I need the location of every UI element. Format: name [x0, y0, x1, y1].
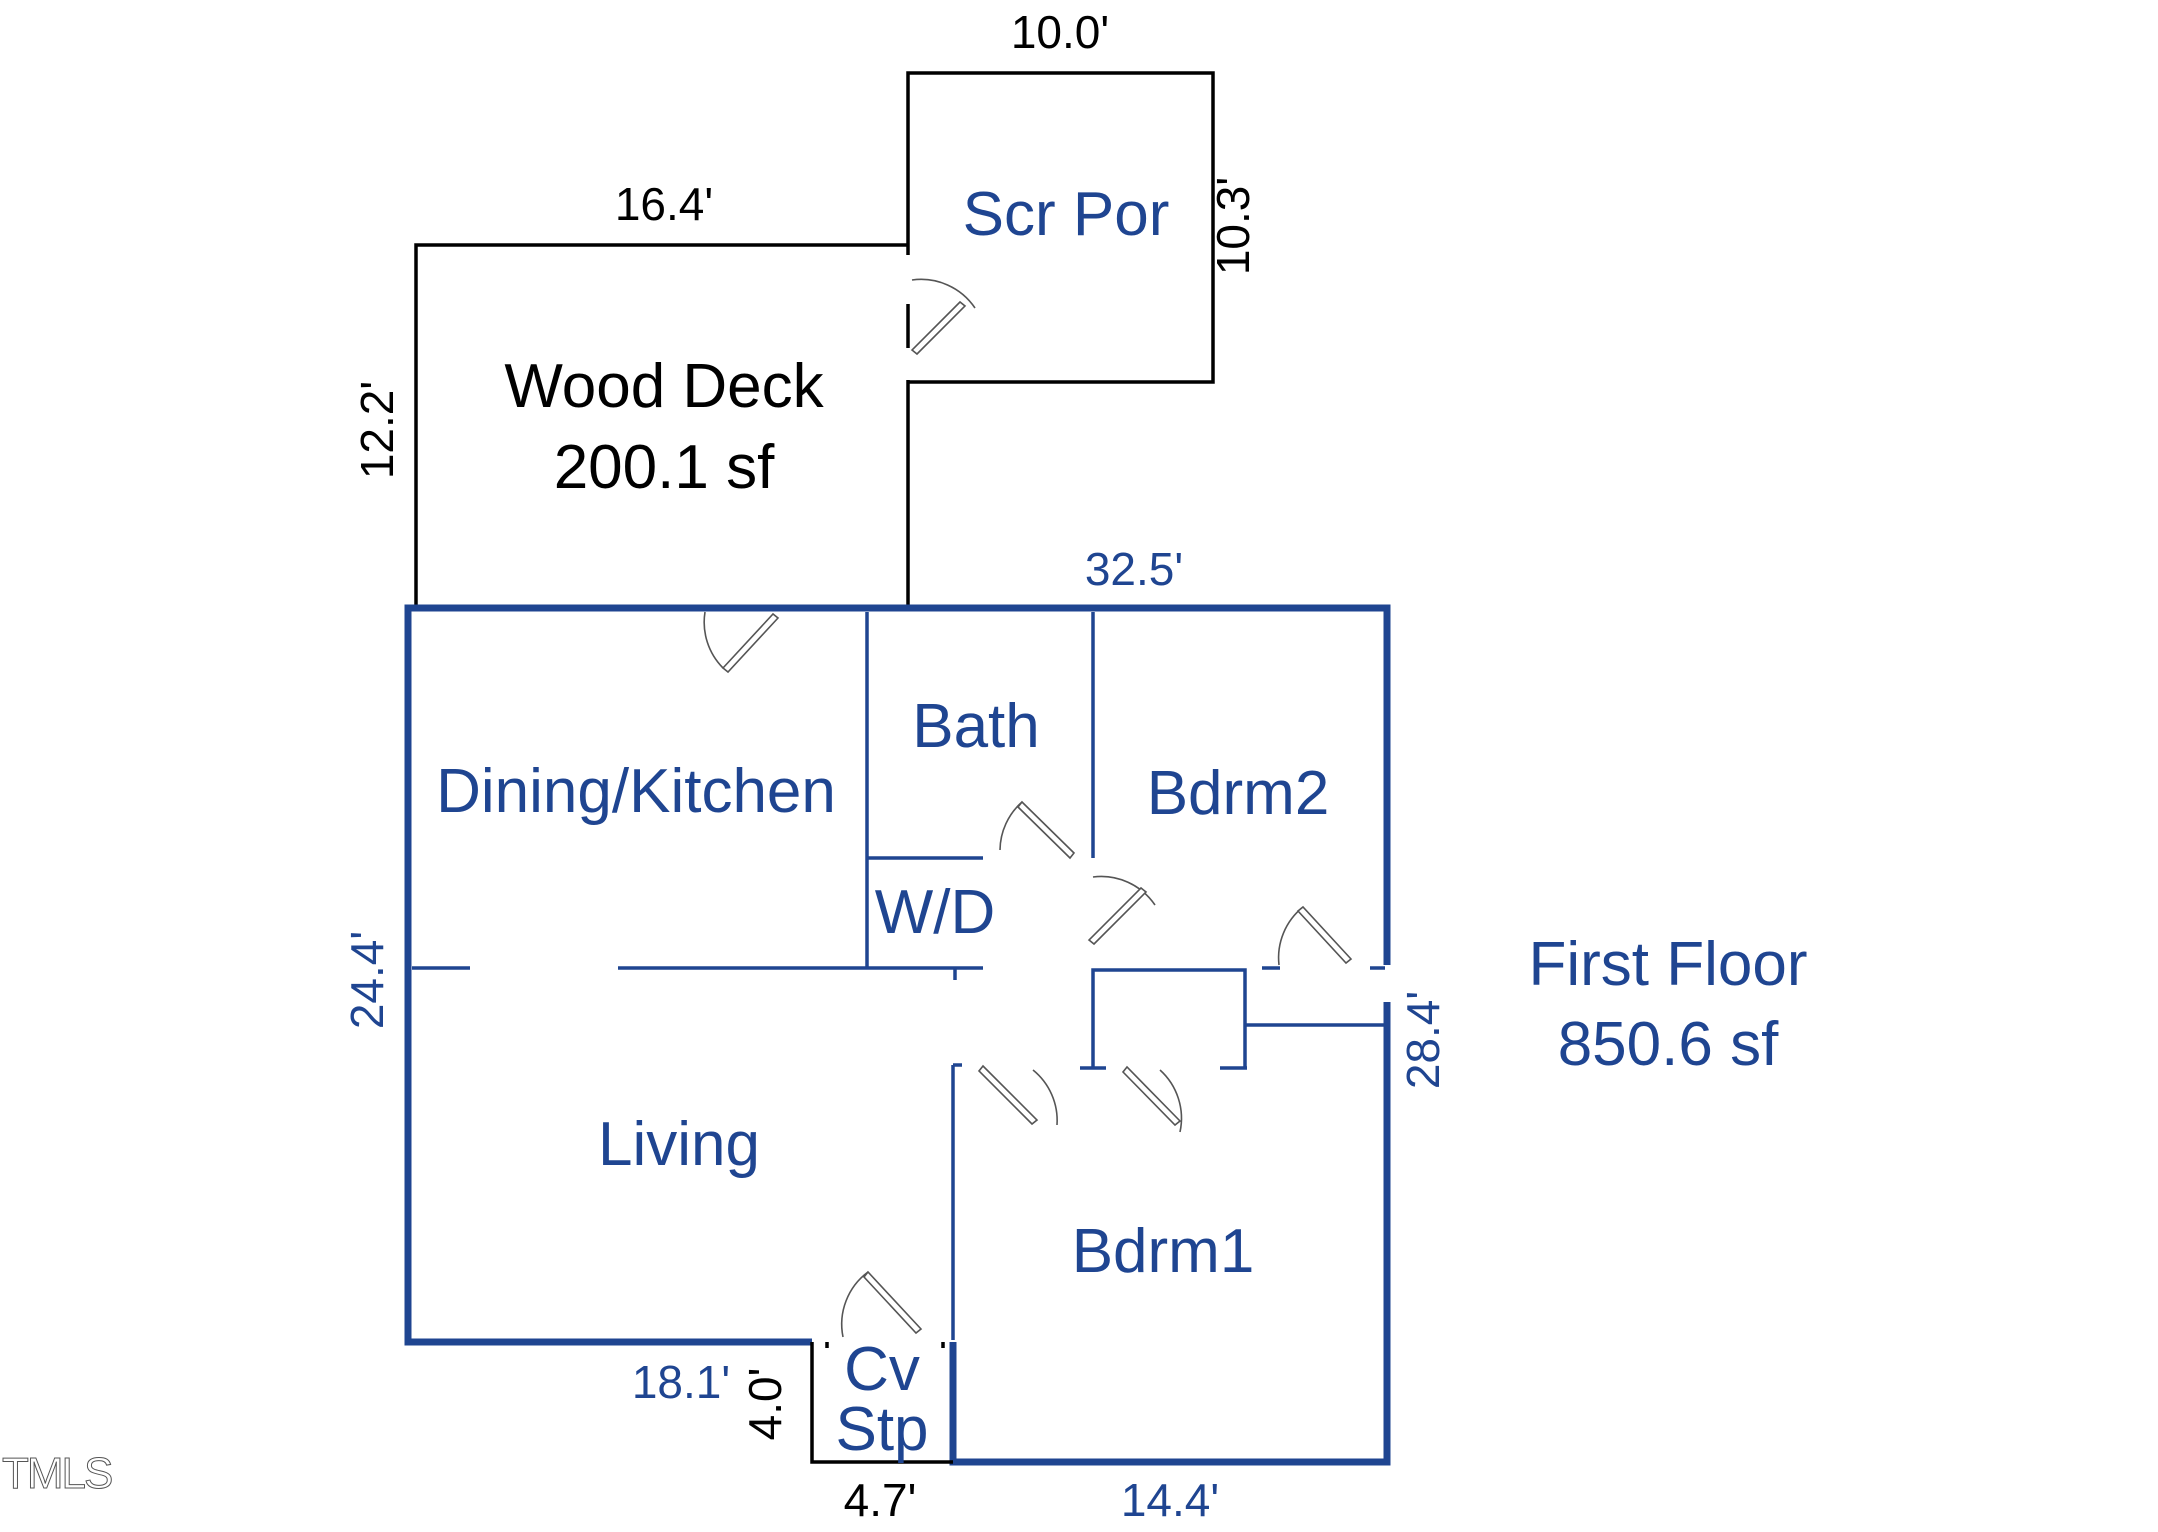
- screened-porch-outline: [906, 71, 1215, 384]
- dim-bdrm1-bottom: 14.4': [1121, 1474, 1219, 1526]
- door-bdrm1: [977, 1064, 1058, 1126]
- door-front-entry: [840, 1270, 923, 1338]
- door-bdrm2-closet: [1277, 905, 1353, 966]
- dim-deck-width: 16.4': [615, 178, 713, 230]
- room-label-bath: Bath: [912, 692, 1040, 761]
- room-label-bdrm2: Bdrm2: [1147, 759, 1330, 828]
- tmls-watermark-logo: TMLS: [2, 1449, 112, 1498]
- door-deck-to-porch: [910, 278, 976, 356]
- dim-cv-stp-height: 4.0': [739, 1368, 791, 1441]
- wood-deck-title: Wood Deck: [504, 352, 824, 421]
- first-floor-title: First Floor: [1529, 930, 1808, 999]
- room-label-wd: W/D: [875, 878, 996, 947]
- wood-deck-area: 200.1 sf: [554, 433, 775, 502]
- room-label-stp: Stp: [835, 1395, 928, 1464]
- room-label-scr-por: Scr Por: [963, 180, 1170, 249]
- dim-cv-stp-width: 4.7': [844, 1474, 917, 1526]
- room-label-dining-kitchen: Dining/Kitchen: [436, 757, 836, 826]
- room-label-cv: Cv: [844, 1335, 920, 1404]
- interior-walls: [412, 612, 1385, 1340]
- house-exterior-walls: [404, 604, 1391, 1466]
- door-deck-to-kitchen: [703, 611, 780, 674]
- door-bath: [999, 800, 1076, 860]
- dim-house-right: 28.4': [1397, 991, 1449, 1089]
- room-label-living: Living: [598, 1110, 760, 1179]
- wood-deck-outline: [414, 243, 910, 610]
- dim-scr-por-width: 10.0': [1011, 6, 1109, 58]
- dim-living-bottom: 18.1': [632, 1356, 730, 1408]
- covered-stoop-outline: [810, 1342, 953, 1464]
- first-floor-area: 850.6 sf: [1558, 1010, 1779, 1079]
- door-bdrm2: [1087, 875, 1156, 946]
- room-label-bdrm1: Bdrm1: [1072, 1217, 1255, 1286]
- door-bdrm1-closet: [1121, 1065, 1183, 1133]
- dim-house-top: 32.5': [1085, 543, 1183, 595]
- dim-scr-por-depth: 10.3': [1207, 177, 1259, 275]
- dim-house-left: 24.4': [341, 931, 393, 1029]
- dim-deck-depth: 12.2': [351, 381, 403, 479]
